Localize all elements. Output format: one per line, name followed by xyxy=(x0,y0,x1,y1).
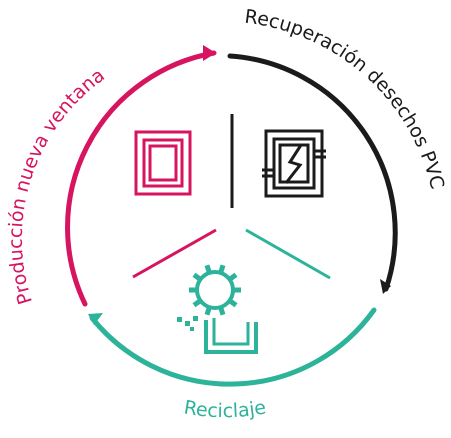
recycling-arrowhead xyxy=(88,313,103,325)
recovery-arc xyxy=(227,53,398,294)
production-label: Producción nueva ventana xyxy=(5,64,109,307)
gear-tooth xyxy=(228,299,238,308)
new-window-icon xyxy=(134,130,192,196)
recycling-gear-icon xyxy=(177,264,258,354)
production-arc xyxy=(65,45,217,307)
gear-tooth xyxy=(192,299,202,308)
gear-tooth xyxy=(204,264,212,273)
gear-tooth xyxy=(204,307,212,316)
production-arrowhead xyxy=(203,45,216,61)
gear-tooth xyxy=(218,264,226,273)
recovery-arrowhead xyxy=(380,279,391,294)
broken-window-icon xyxy=(262,129,326,198)
gear-tooth xyxy=(228,272,238,281)
recycling-label: Reciclaje xyxy=(182,396,267,422)
divider-right xyxy=(245,228,331,280)
gear-tooth xyxy=(192,272,202,281)
gear-tooth xyxy=(218,307,226,316)
divider-left xyxy=(132,228,217,279)
recycling-arc xyxy=(88,307,377,387)
